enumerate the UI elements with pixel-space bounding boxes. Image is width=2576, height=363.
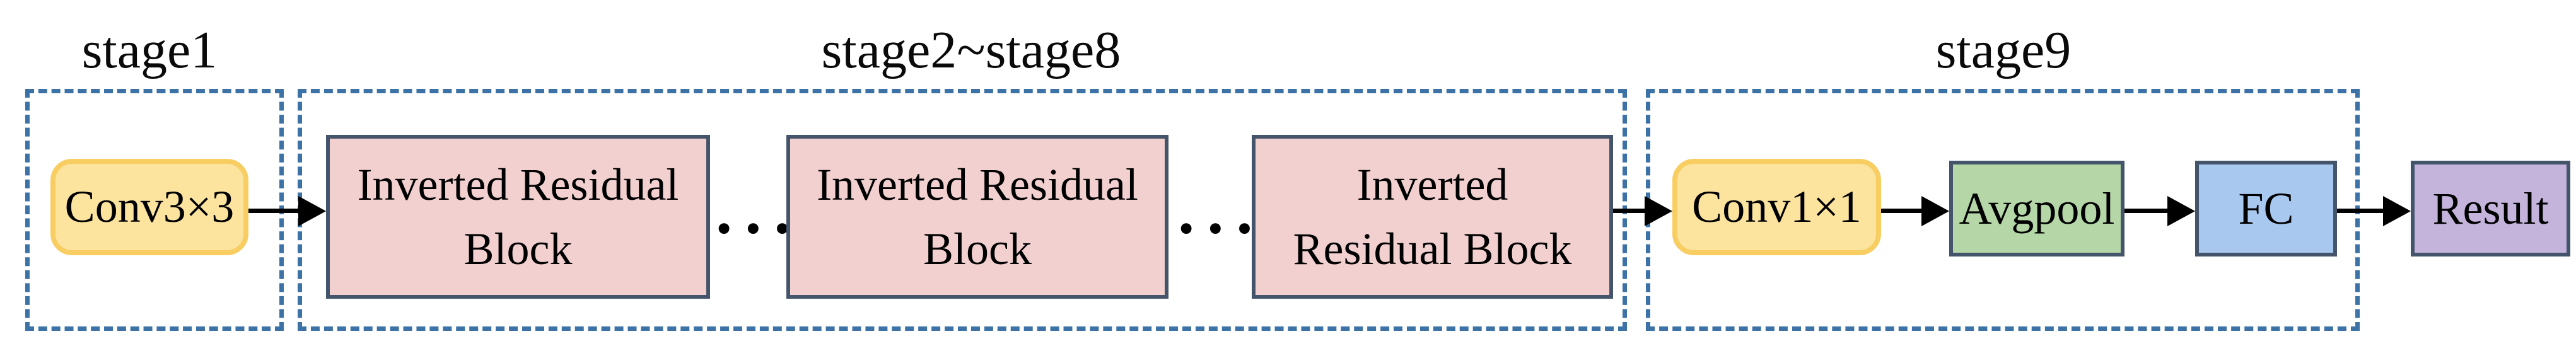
inverted-residual-block-3: Inverted Residual Block (1252, 135, 1613, 299)
arrow-shaft (2124, 209, 2170, 213)
arrow-shaft (1613, 209, 1647, 213)
avgpool-block: Avgpool (1949, 161, 2124, 256)
arrow-head-icon (1645, 196, 1672, 226)
fc-block: FC (2195, 161, 2337, 256)
arrow-avgpool-to-fc (2124, 196, 2195, 226)
stage2-8-title: stage2~stage8 (821, 21, 1121, 79)
result-block: Result (2411, 161, 2570, 256)
arrow-head-icon (298, 196, 326, 226)
ellipsis-dots-2: ••• (1175, 208, 1263, 251)
arrow-head-icon (2383, 196, 2411, 226)
arrow-conv3x3-to-irb1 (248, 196, 326, 226)
ellipsis-dots-1: ••• (713, 208, 801, 251)
arrow-conv1x1-to-avgpool (1881, 196, 1949, 226)
arrow-head-icon (1921, 196, 1949, 226)
stage1-title: stage1 (81, 21, 218, 79)
inverted-residual-block-1: Inverted Residual Block (326, 135, 710, 299)
conv3x3-block: Conv3×3 (50, 159, 248, 255)
stage9-title: stage9 (1935, 21, 2072, 79)
arrow-irb3-to-conv1x1 (1613, 196, 1672, 226)
conv1x1-block: Conv1×1 (1672, 159, 1881, 255)
arrow-shaft (1881, 209, 1924, 213)
arrow-shaft (2337, 209, 2386, 213)
inverted-residual-block-2: Inverted Residual Block (786, 135, 1169, 299)
arrow-fc-to-result (2337, 196, 2411, 226)
arrow-shaft (248, 209, 301, 213)
arrow-head-icon (2167, 196, 2195, 226)
